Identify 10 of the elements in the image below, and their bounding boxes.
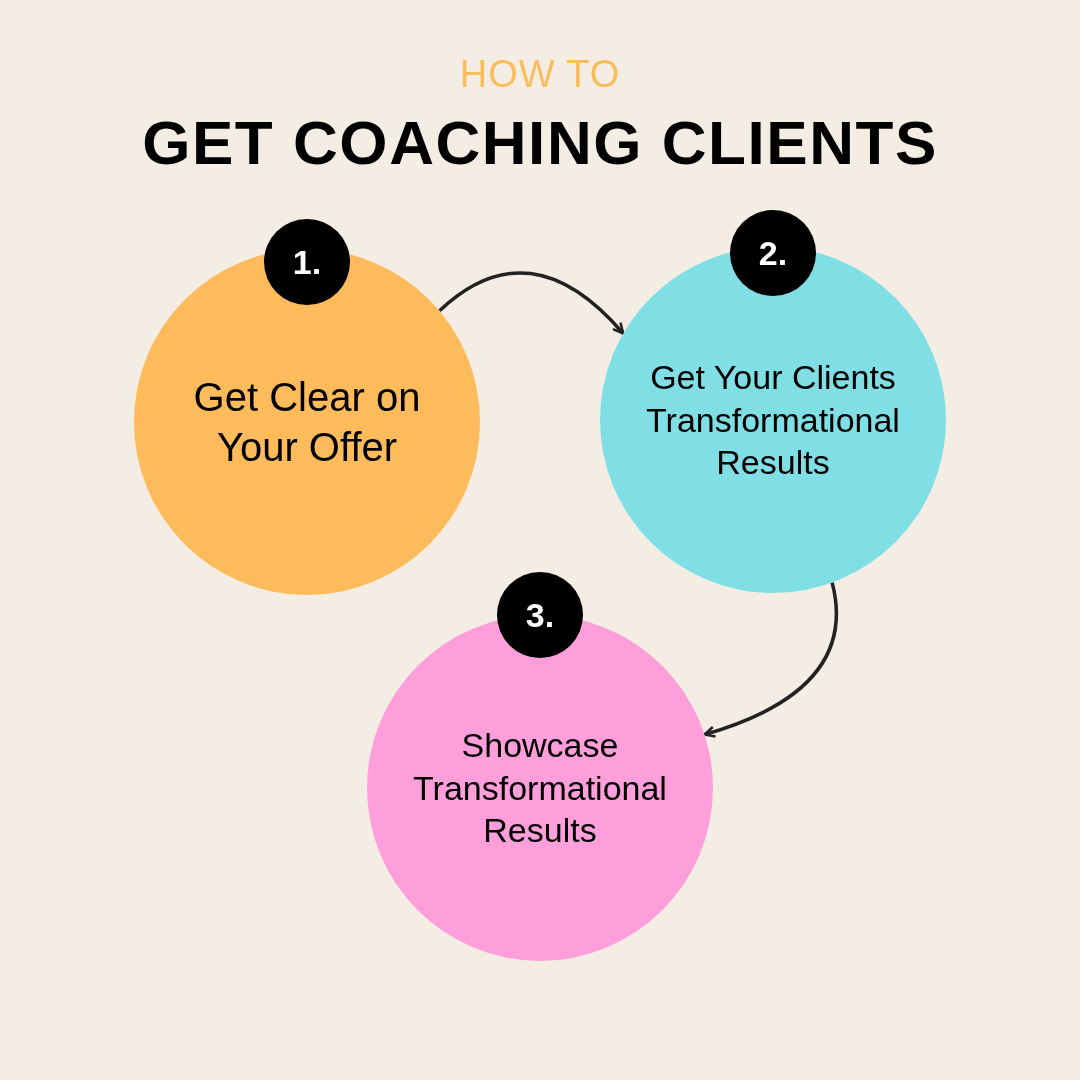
curved-arrow bbox=[703, 582, 839, 738]
title: GET COACHING CLIENTS bbox=[142, 107, 938, 179]
step-text: Showcase Transformational Results bbox=[412, 725, 668, 852]
curved-arrow bbox=[438, 271, 625, 335]
step-number: 2. bbox=[730, 210, 816, 296]
step-number: 1. bbox=[264, 219, 350, 305]
step-text: Get Clear on Your Offer bbox=[192, 374, 422, 471]
subtitle: HOW TO bbox=[459, 52, 621, 97]
step-text: Get Your Clients Transformational Results bbox=[645, 357, 901, 484]
step-number: 3. bbox=[497, 572, 583, 658]
